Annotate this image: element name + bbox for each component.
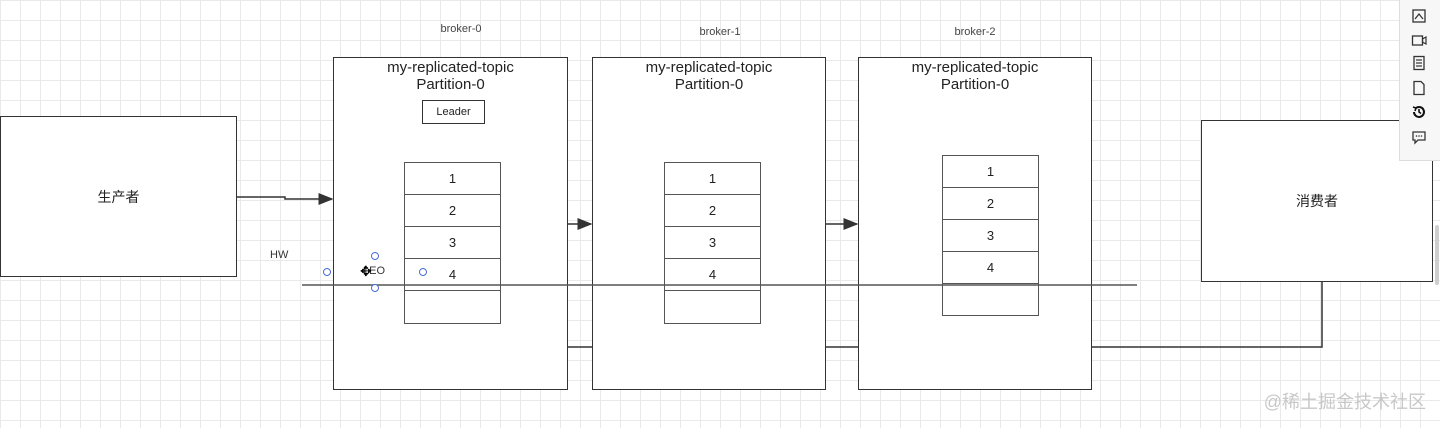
log-cell: 3 (405, 227, 500, 259)
log-cell (943, 284, 1038, 315)
broker-0-box[interactable]: my-replicated-topic Partition-0 Leader 1… (333, 57, 568, 390)
broker-1-partition-log: 1 2 3 4 (664, 162, 761, 324)
broker-1-label: broker-1 (699, 26, 741, 38)
log-cell (405, 291, 500, 323)
broker-0-topic: my-replicated-topic (387, 59, 514, 76)
log-cell: 3 (665, 227, 760, 259)
vertical-scrollbar[interactable] (1435, 225, 1439, 285)
resize-handle-top[interactable] (371, 252, 379, 260)
page-icon[interactable] (1411, 80, 1427, 96)
watermark: @稀土掘金技术社区 (1263, 392, 1426, 412)
broker-0-title: my-replicated-topic Partition-0 (334, 59, 567, 93)
broker-1-title: my-replicated-topic Partition-0 (593, 59, 825, 93)
broker-2-title: my-replicated-topic Partition-0 (859, 59, 1091, 93)
broker-0-partition-log: 1 2 3 4 (404, 162, 501, 324)
producer-box[interactable]: 生产者 (0, 116, 237, 277)
move-cursor-icon: ✥ (360, 263, 372, 279)
log-cell: 2 (665, 195, 760, 227)
broker-2-partition-log: 1 2 3 4 (942, 155, 1039, 316)
history-icon[interactable] (1411, 104, 1427, 120)
broker-2-box[interactable]: my-replicated-topic Partition-0 1 2 3 4 (858, 57, 1092, 390)
log-cell: 4 (943, 252, 1038, 284)
broker-1-topic: my-replicated-topic (645, 59, 773, 76)
leader-badge[interactable]: Leader (422, 100, 485, 124)
resize-handle-bottom[interactable] (371, 284, 379, 292)
hw-label: HW (270, 249, 289, 261)
broker-2-label: broker-2 (954, 26, 996, 38)
producer-to-broker0-arrow (236, 193, 334, 205)
document-icon[interactable] (1411, 55, 1427, 71)
log-cell: 1 (405, 163, 500, 195)
video-icon[interactable] (1411, 32, 1427, 48)
log-cell: 1 (943, 156, 1038, 188)
log-cell: 3 (943, 220, 1038, 252)
consumer-box[interactable]: 消费者 (1201, 120, 1433, 282)
comment-icon[interactable] (1411, 129, 1427, 145)
right-toolbar (1399, 0, 1440, 161)
producer-label: 生产者 (97, 188, 140, 205)
log-cell (665, 291, 760, 323)
leo-label[interactable]: LEO (363, 265, 386, 277)
log-cell: 4 (405, 259, 500, 291)
broker-0-partition: Partition-0 (416, 76, 485, 93)
broker-2-partition: Partition-0 (940, 76, 1010, 93)
broker-2-topic: my-replicated-topic (911, 59, 1039, 76)
format-icon[interactable] (1411, 8, 1427, 24)
consumer-label: 消费者 (1296, 193, 1338, 209)
broker-0-label: broker-0 (440, 23, 482, 35)
resize-handle-left[interactable] (323, 268, 331, 276)
log-cell: 2 (405, 195, 500, 227)
log-cell: 4 (665, 259, 760, 291)
broker-1-partition: Partition-0 (674, 76, 744, 93)
log-cell: 2 (943, 188, 1038, 220)
log-cell: 1 (665, 163, 760, 195)
broker-1-box[interactable]: my-replicated-topic Partition-0 1 2 3 4 (592, 57, 826, 390)
resize-handle-right[interactable] (419, 268, 427, 276)
